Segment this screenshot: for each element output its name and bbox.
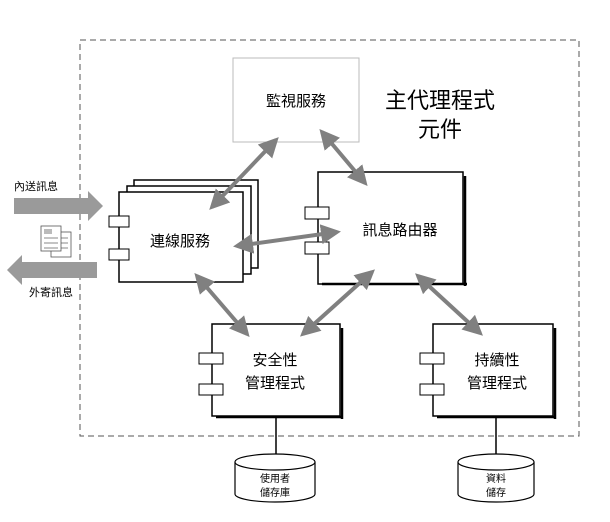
agent-boundary xyxy=(79,39,580,437)
boundary-title-line2: 元件 xyxy=(418,118,462,143)
user-repository-cylinder: 使用者 儲存庫 xyxy=(234,453,316,503)
arrow-connection-router xyxy=(233,224,341,254)
arrow-router-security xyxy=(300,269,375,337)
data-store-label-1: 資料 xyxy=(486,472,506,485)
persistence-manager-label-1: 持續性 xyxy=(474,351,519,369)
data-store-cylinder: 資料 儲存 xyxy=(457,453,535,503)
arrow-connection-security xyxy=(194,272,250,338)
user-repository-label-1: 使用者 xyxy=(260,472,290,485)
arrow-monitor-connection xyxy=(209,137,279,210)
user-repository-label-2: 儲存庫 xyxy=(260,486,290,499)
arrow-monitor-router xyxy=(319,128,368,187)
message-documents-icon xyxy=(40,225,72,258)
security-manager-label-2: 管理程式 xyxy=(245,374,305,392)
boundary-title-line1: 主代理程式 xyxy=(385,89,495,114)
monitor-service-label: 監視服務 xyxy=(266,92,326,110)
incoming-messages-label: 內送訊息 xyxy=(14,179,58,193)
arrow-router-persistence xyxy=(415,273,483,336)
security-manager-box: 安全性 管理程式 xyxy=(198,323,344,419)
persistence-manager-label-2: 管理程式 xyxy=(467,374,527,392)
message-router-box: 訊息路由器 xyxy=(304,171,467,286)
monitor-service-box: 監視服務 xyxy=(232,57,360,143)
outgoing-arrow xyxy=(7,255,97,285)
outgoing-messages-label: 外寄訊息 xyxy=(29,285,73,299)
security-manager-label-1: 安全性 xyxy=(252,351,297,369)
message-router-label: 訊息路由器 xyxy=(362,221,437,239)
data-store-label-2: 儲存 xyxy=(486,486,506,499)
incoming-arrow xyxy=(14,191,103,221)
connection-service-label: 連線服務 xyxy=(150,232,210,250)
persistence-manager-box: 持續性 管理程式 xyxy=(419,323,557,419)
connection-service-box: 連線服務 xyxy=(108,179,259,283)
